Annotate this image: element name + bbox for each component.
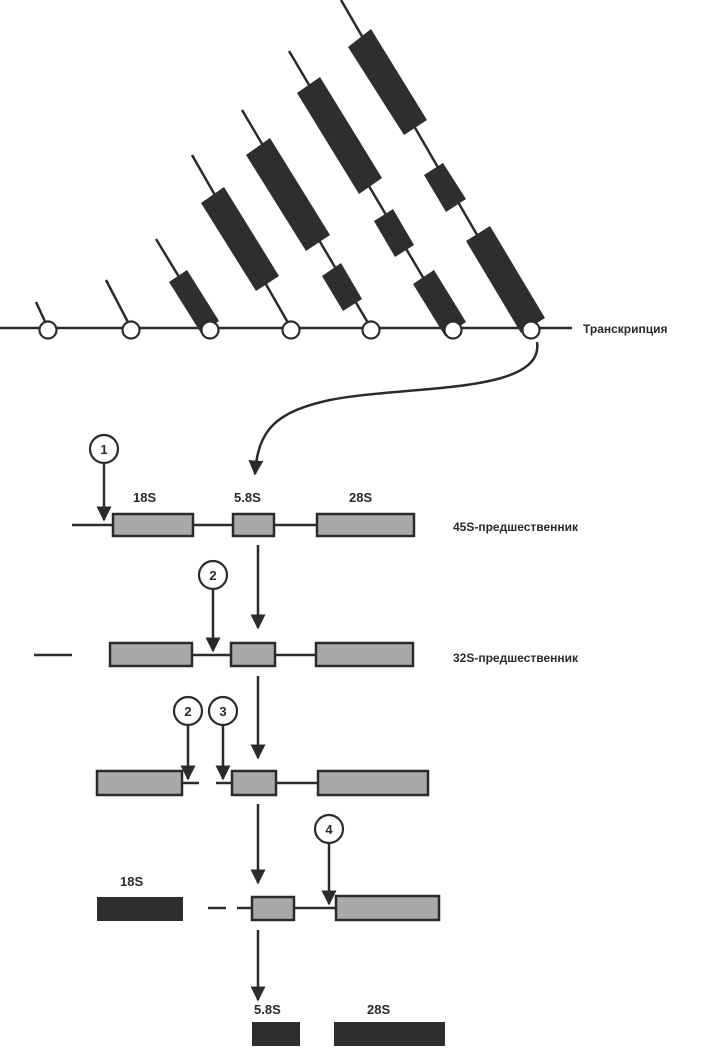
intermediate-row: 2 3 <box>95 695 430 797</box>
precursor-32s-label: 32S-предшественник <box>453 651 579 665</box>
precursor-45s-28s-block <box>315 512 416 538</box>
precursor-32s-18s-block <box>108 641 194 668</box>
polymerase-6 <box>443 320 463 340</box>
label-28s: 28S <box>349 490 372 505</box>
mature-28s-label: 28S <box>367 1002 390 1017</box>
nascent-rrna-segments <box>169 29 545 336</box>
intermediate-18s-block <box>95 769 184 797</box>
cleavage-site-1: 1 <box>88 433 120 522</box>
precursor-45s-58s-block <box>231 512 276 538</box>
cleavage-site-4: 4 <box>313 813 345 906</box>
segment-6b <box>374 209 414 257</box>
polymerase-2 <box>121 320 141 340</box>
precursor-45s-row: 18S 5.8S 28S 1 45S-предшественник <box>72 433 579 538</box>
precursor-32s-28s-block <box>314 641 415 668</box>
polymerase-4 <box>281 320 301 340</box>
cleavage-number-3: 3 <box>219 704 226 719</box>
separated-18s-label: 18S <box>120 874 143 889</box>
polymerase-7 <box>521 320 541 340</box>
precursor-32s-58s-block <box>229 641 277 668</box>
polymerase-1 <box>38 320 58 340</box>
segment-7a <box>348 29 427 135</box>
polymerase-5 <box>361 320 381 340</box>
mature-28s-block <box>334 1022 445 1046</box>
intermediate-58s-block <box>230 769 278 797</box>
mature-5-8s-block <box>252 1022 300 1046</box>
label-5-8s: 5.8S <box>234 490 261 505</box>
precursor-45s-18s-block <box>111 512 195 538</box>
cleavage-number-4: 4 <box>325 822 333 837</box>
cleavage-site-2a: 2 <box>197 559 229 653</box>
processing-row: 18S 4 <box>97 813 441 922</box>
release-arrow <box>248 341 539 476</box>
segment-5b <box>322 263 362 311</box>
segment-6a <box>297 77 382 194</box>
segment-4a <box>201 187 279 291</box>
segment-3a <box>169 270 219 333</box>
transcription-label: Транскрипция <box>583 322 668 336</box>
segment-6c <box>413 270 466 336</box>
transcription-unit: Транскрипция <box>0 0 668 340</box>
cleavage-site-3: 3 <box>207 695 239 781</box>
processing-58s-block <box>250 895 296 922</box>
processing-28s-block <box>334 894 441 922</box>
cleavage-site-2b: 2 <box>172 695 204 781</box>
precursor-32s-row: 2 32S-предшественник <box>34 559 579 668</box>
mature-5-8s-label: 5.8S <box>254 1002 281 1017</box>
segment-7c <box>466 226 545 333</box>
label-18s: 18S <box>133 490 156 505</box>
cleavage-number-1: 1 <box>100 442 107 457</box>
cleavage-number-2a: 2 <box>209 568 216 583</box>
intermediate-28s-block <box>316 769 430 797</box>
mature-18s-block <box>97 897 183 921</box>
polymerase-3 <box>200 320 220 340</box>
rna-polymerases <box>38 320 541 340</box>
segment-7b <box>424 163 466 212</box>
cleavage-number-2b: 2 <box>184 704 191 719</box>
precursor-45s-label: 45S-предшественник <box>453 520 579 534</box>
mature-products-row: 5.8S 28S <box>252 1002 445 1046</box>
transcript-2 <box>104 279 133 329</box>
segment-5a <box>246 138 330 251</box>
